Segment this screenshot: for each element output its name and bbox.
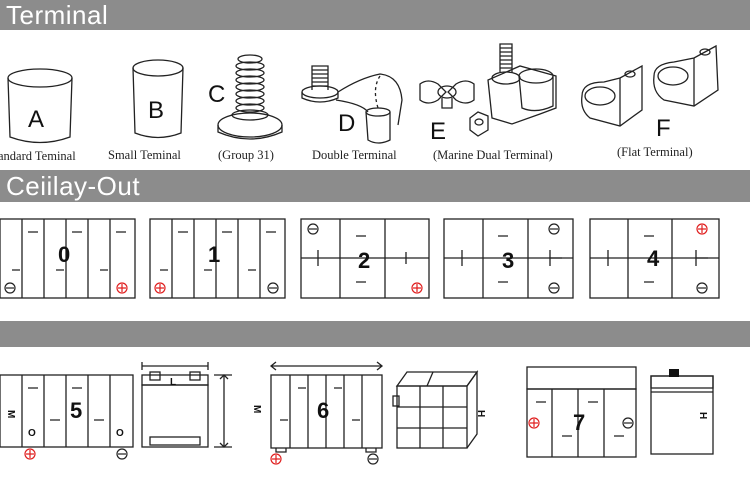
terminal-e-caption: (Marine Dual Terminal) bbox=[433, 148, 553, 162]
negative-symbol bbox=[622, 417, 634, 429]
terminal-b-drawing bbox=[132, 59, 184, 139]
negative-symbol bbox=[548, 223, 560, 235]
section-title-layout: Ceiilay-Out bbox=[6, 171, 141, 201]
layout-1-drawing bbox=[149, 218, 286, 299]
layout-7-number: 7 bbox=[573, 410, 585, 435]
terminal-a-letter: A bbox=[28, 106, 44, 133]
layout-5-drawing bbox=[0, 374, 134, 448]
layout-6-number: 6 bbox=[317, 398, 329, 423]
terminal-a-caption: andard Teminal bbox=[0, 149, 76, 163]
section-band-layout: Ceiilay-Out bbox=[0, 170, 750, 202]
positive-symbol bbox=[154, 282, 166, 294]
terminal-b-letter: B bbox=[148, 97, 164, 124]
terminal-e-drawing bbox=[419, 43, 557, 137]
negative-symbol bbox=[367, 453, 379, 465]
layout-7-h-label: H bbox=[697, 412, 708, 419]
terminal-c-letter: C bbox=[208, 81, 225, 108]
layout-5-m-label: M bbox=[5, 410, 16, 418]
layout-3-drawing bbox=[443, 218, 574, 299]
terminal-c-caption: (Group 31) bbox=[218, 148, 274, 162]
layout-5-o-label-left: O bbox=[28, 428, 36, 439]
layout-5-o-label-right: O bbox=[116, 428, 124, 439]
layout-5-side-view bbox=[141, 362, 232, 448]
layout-7-side-view bbox=[650, 375, 714, 455]
layout-7-drawing bbox=[526, 366, 637, 458]
positive-symbol bbox=[411, 282, 423, 294]
terminal-f-letter: F bbox=[656, 115, 671, 142]
terminal-d-letter: D bbox=[338, 110, 355, 137]
negative-symbol bbox=[307, 223, 319, 235]
layout-7-terminal-post bbox=[669, 369, 679, 377]
layout-2-number: 2 bbox=[358, 248, 370, 273]
layout-6-top-view bbox=[392, 369, 479, 449]
layout-4-number: 4 bbox=[647, 246, 660, 271]
layout-2-drawing bbox=[300, 218, 430, 299]
negative-symbol bbox=[4, 282, 16, 294]
layout-6-h-label: H bbox=[475, 410, 486, 417]
terminal-f-drawing bbox=[581, 44, 719, 127]
section-title-terminal: Terminal bbox=[6, 0, 109, 30]
terminal-d-caption: Double Terminal bbox=[312, 148, 397, 162]
layout-6-m-label: M bbox=[251, 405, 262, 413]
terminal-b-caption: Small Teminal bbox=[108, 148, 181, 162]
terminal-e-letter: E bbox=[430, 118, 446, 145]
terminal-c-drawing bbox=[217, 54, 283, 140]
layout-4-drawing bbox=[589, 218, 720, 299]
layout-6-drawing bbox=[269, 361, 384, 453]
layout-5-number: 5 bbox=[70, 398, 82, 423]
positive-symbol bbox=[24, 448, 36, 460]
positive-symbol bbox=[528, 417, 540, 429]
terminal-f-caption: (Flat Terminal) bbox=[617, 145, 693, 159]
negative-symbol bbox=[267, 282, 279, 294]
positive-symbol bbox=[696, 223, 708, 235]
negative-symbol bbox=[696, 282, 708, 294]
layout-0-drawing bbox=[0, 218, 136, 299]
positive-symbol bbox=[270, 453, 282, 465]
section-band-terminal: Terminal bbox=[0, 0, 750, 30]
layout-5-l-label: L bbox=[170, 377, 176, 388]
layout-1-number: 1 bbox=[208, 242, 220, 267]
terminal-d-drawing bbox=[301, 65, 403, 144]
negative-symbol bbox=[548, 282, 560, 294]
terminal-a-drawing bbox=[7, 68, 73, 144]
section-band-third bbox=[0, 321, 750, 347]
layout-0-number: 0 bbox=[58, 242, 70, 267]
negative-symbol bbox=[116, 448, 128, 460]
layout-3-number: 3 bbox=[502, 248, 514, 273]
positive-symbol bbox=[116, 282, 128, 294]
